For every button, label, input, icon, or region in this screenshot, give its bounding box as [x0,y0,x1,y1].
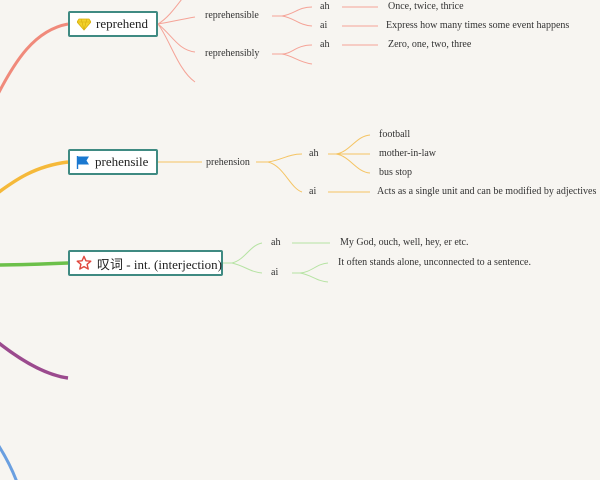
topic-ah[interactable]: ah [320,39,330,50]
reprehend-connectors [157,0,378,83]
topic-detail[interactable]: Acts as a single unit and can be modifie… [377,186,597,197]
topic-detail[interactable]: Express how many times some event happen… [386,20,570,31]
node-interjection[interactable]: 叹词 - int. (interjection) [68,250,223,276]
topic-detail[interactable]: football [379,129,411,140]
star-icon [76,255,92,271]
topic-detail[interactable]: bus stop [379,167,413,178]
topic-reprehensibly[interactable]: reprehensibly [205,48,260,59]
topic-detail[interactable]: It often stands alone, unconnected to a … [338,257,531,268]
prehensile-connectors [158,134,371,193]
branch-line-blue [0,444,18,480]
topic-ai[interactable]: ai [320,20,328,31]
topic-detail[interactable]: Zero, one, two, three [388,39,472,50]
node-reprehend[interactable]: reprehend [68,11,158,37]
branch-line-reprehend [0,22,69,94]
topic-ai[interactable]: ai [309,186,317,197]
topic-ah[interactable]: ah [309,148,319,159]
interjection-connectors [223,242,330,283]
topic-prehension[interactable]: prehension [206,157,250,168]
topic-ah[interactable]: ah [271,237,281,248]
topic-ah[interactable]: ah [320,1,330,12]
branch-line-interjection [0,261,69,267]
node-label: prehensile [95,154,149,169]
topic-reprehensible[interactable]: reprehensible [205,10,259,21]
diamond-icon [76,16,91,32]
topic-detail[interactable]: Once, twice, thrice [388,1,464,12]
node-label: reprehend [96,16,148,31]
flag-icon [76,154,90,170]
topic-ai[interactable]: ai [271,267,279,278]
branch-line-prehensile [0,160,69,194]
node-prehensile[interactable]: prehensile [68,149,158,175]
node-label: 叹词 - int. (interjection) [97,256,222,272]
branch-line-purple [0,341,69,380]
topic-detail[interactable]: mother-in-law [379,148,437,159]
topic-detail[interactable]: My God, ouch, well, hey, er etc. [340,237,469,248]
